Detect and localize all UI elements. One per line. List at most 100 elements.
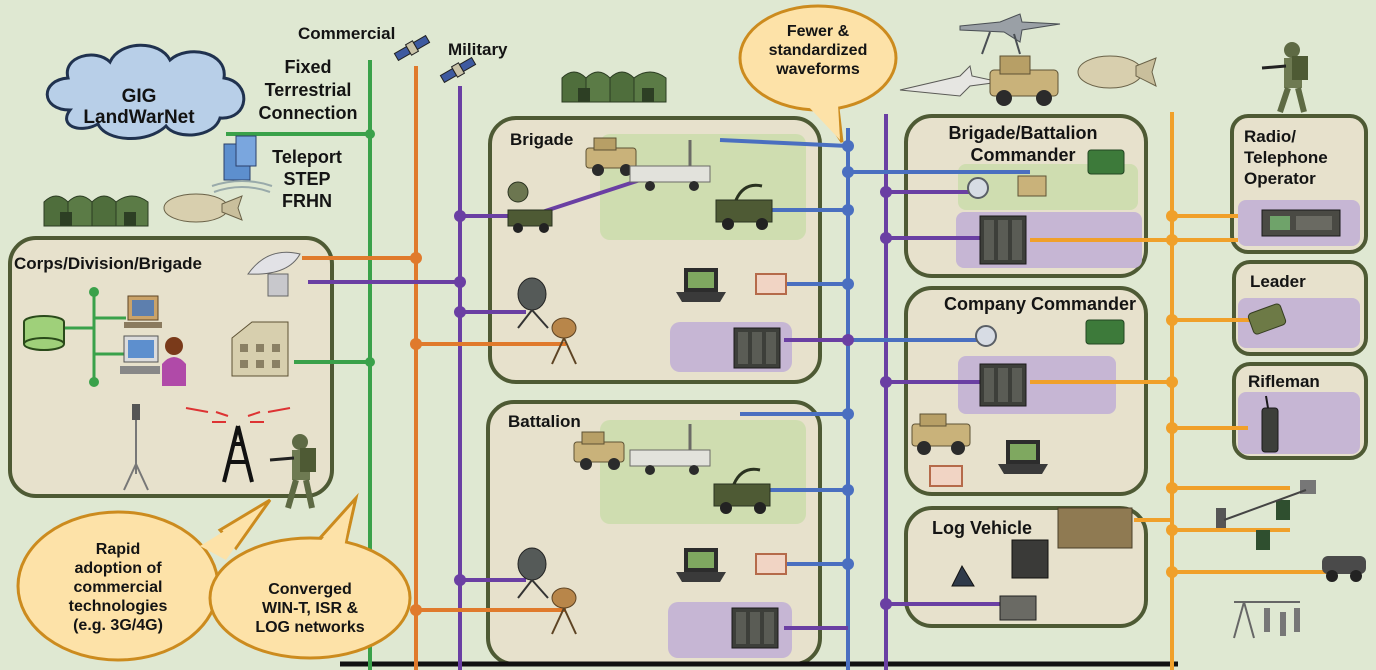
- junction-dots: [89, 129, 1178, 616]
- rapid-line5: (e.g. 3G/4G): [73, 617, 163, 634]
- teleport-label: Teleport STEP FRHN: [266, 146, 348, 212]
- bbc-camera-icon: [967, 177, 989, 199]
- uav-icon: [959, 13, 1061, 55]
- large-dish-icon: [247, 251, 301, 297]
- bbc-radio-rack-icon: [979, 215, 1027, 265]
- waveforms-callout-text: Fewer & standardized waveforms: [748, 22, 888, 79]
- corps-division-brigade-label: Corps/Division/Brigade: [14, 254, 202, 273]
- leader-label: Leader: [1250, 272, 1306, 291]
- soldier-icon: [269, 434, 316, 509]
- leader-radio-icon: [1247, 303, 1287, 335]
- rapid-adoption-callout-text: Rapid adoption of commercial technologie…: [28, 540, 208, 635]
- rto-radio-icon: [1261, 209, 1341, 237]
- brigade-trailer-icon: [629, 140, 711, 191]
- cc-camera-icon: [975, 325, 997, 347]
- cell-tower-icon: [185, 407, 291, 483]
- landwarnet-label: LandWarNet: [83, 107, 195, 128]
- battalion-display-icon: [755, 553, 787, 575]
- teleport-line3: FRHN: [282, 191, 332, 211]
- log-vehicle-photo-icon: [1057, 507, 1133, 549]
- computer-icon: [124, 295, 162, 328]
- soldier-icon-top: [1261, 42, 1308, 113]
- log-pda-icon: [951, 564, 975, 587]
- robot-icon: [1322, 556, 1366, 582]
- waveforms-line2: standardized: [768, 42, 868, 59]
- cc-green-radio-icon: [1085, 319, 1125, 345]
- brigade-radio-rack-icon: [733, 327, 781, 369]
- cc-radio-rack-icon: [979, 363, 1027, 407]
- commercial-satellite-icon: [393, 34, 431, 62]
- sensor-cluster-icon: [1216, 480, 1316, 550]
- log-terminal-icon: [1011, 539, 1049, 579]
- brigade-battalion-commander-label: Brigade/Battalion Commander: [920, 122, 1126, 166]
- bbc-green-zone: [958, 164, 1138, 210]
- rifleman-radio-icon: [1261, 395, 1279, 453]
- battalion-radio-rack-icon: [731, 607, 779, 649]
- military-label: Military: [448, 40, 508, 59]
- company-humvee-icon: [911, 413, 971, 455]
- fixed-terrestrial-label: Fixed Terrestrial Connection: [246, 56, 370, 125]
- battalion-sat-truck-icon: [713, 467, 771, 514]
- brigade-label: Brigade: [510, 130, 574, 149]
- rto-line3: Operator: [1244, 169, 1316, 188]
- sensor-mast-icon: [123, 404, 149, 491]
- battalion-dish-icon: [517, 547, 549, 599]
- brigade-sat-truck-icon: [715, 183, 773, 230]
- converged-line1: Converged: [268, 581, 352, 598]
- converged-line2: WIN-T, ISR &: [262, 600, 358, 617]
- database-icon: [23, 315, 65, 351]
- converged-line3: LOG networks: [255, 619, 365, 636]
- battalion-green-zone: [600, 420, 806, 524]
- battalion-laptop-icon: [676, 548, 726, 582]
- company-commander-label: Company Commander: [944, 294, 1137, 314]
- battalion-humvee-icon: [573, 431, 625, 470]
- aerostat-icon: [163, 193, 243, 223]
- gig-label: GIG: [121, 86, 157, 107]
- rapid-line3: commercial: [73, 579, 163, 596]
- military-satellite-icon: [439, 56, 477, 84]
- company-laptop-icon: [998, 440, 1048, 474]
- rapid-adoption-callout: [16, 498, 272, 662]
- workstation-user-icon: [120, 335, 186, 386]
- rifleman-label: Rifleman: [1248, 372, 1320, 391]
- brigade-jeep-dish-icon: [507, 181, 553, 233]
- rto-line1: Radio/: [1244, 127, 1296, 146]
- waveforms-line3: waveforms: [776, 61, 860, 78]
- brigade-antenna-tripod-icon: [551, 317, 577, 365]
- humvee-icon-top: [989, 55, 1059, 106]
- rto-line2: Telephone: [1244, 148, 1328, 167]
- sensor-array-icon: [1233, 601, 1300, 639]
- gig-cloud-icon: [45, 43, 246, 140]
- battalion-antenna-tripod-icon: [551, 587, 577, 635]
- tents-icon-top: [561, 71, 667, 103]
- bbc-green-radio-icon: [1087, 149, 1125, 175]
- converged-callout: [208, 492, 412, 660]
- rapid-line2: adoption of: [74, 560, 162, 577]
- bbc-line1: Brigade/Battalion: [948, 123, 1098, 143]
- rapid-line1: Rapid: [95, 541, 141, 558]
- battalion-trailer-icon: [629, 424, 711, 475]
- fixed-line3: Connection: [258, 103, 358, 123]
- battalion-label: Battalion: [508, 412, 581, 431]
- commercial-label: Commercial: [298, 24, 396, 43]
- bbc-box-icon: [1017, 175, 1047, 197]
- gig-cloud-label: GIG LandWarNet: [64, 86, 214, 128]
- company-display-icon: [929, 465, 963, 487]
- building-icon: [231, 321, 289, 377]
- teleport-line2: STEP: [283, 169, 331, 189]
- teleport-icon: [211, 135, 273, 193]
- brigade-dish-icon: [517, 277, 549, 329]
- log-vehicle-label: Log Vehicle: [932, 518, 1033, 538]
- aerostat-icon-2: [1077, 55, 1157, 89]
- fixed-line1: Fixed: [284, 57, 332, 77]
- rto-label: Radio/ Telephone Operator: [1244, 126, 1328, 189]
- waveforms-line1: Fewer &: [786, 23, 850, 40]
- small-uav-icon: [899, 64, 1001, 97]
- converged-callout-text: Converged WIN-T, ISR & LOG networks: [230, 580, 390, 637]
- teleport-line1: Teleport: [272, 147, 342, 167]
- rapid-line4: technologies: [68, 598, 168, 615]
- tents-icon: [43, 195, 149, 227]
- brigade-humvee-icon: [585, 137, 637, 176]
